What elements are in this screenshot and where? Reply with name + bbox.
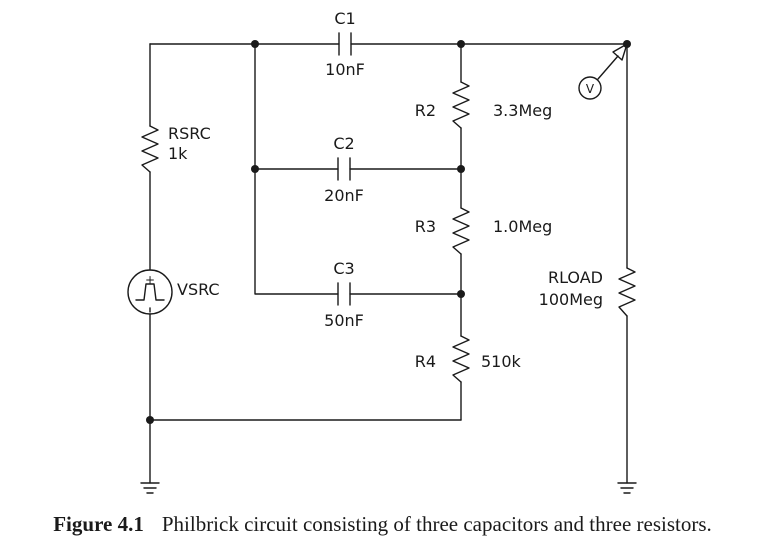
r4-name-label: R4 [415,352,436,371]
rsrc-value-label: 1k [168,144,188,163]
r3-name-label: R3 [415,217,436,236]
figure-caption-text: Philbrick circuit consisting of three ca… [161,512,712,536]
r4-value-label: 510k [481,352,522,371]
r3-value-label: 1.0Meg [493,217,552,236]
junction-dots [146,40,631,424]
c1-value-label: 10nF [325,60,365,79]
vsrc-source [127,269,173,315]
r2-name-label: R2 [415,101,436,120]
rsrc-resistor [141,125,159,173]
c3-name-label: C3 [333,259,354,278]
figure-caption: Figure 4.1 Philbrick circuit consisting o… [0,512,765,537]
r3-resistor [452,207,470,255]
r4-resistor [452,335,470,383]
c1-capacitor [338,32,352,56]
r2-resistor [452,81,470,129]
vsrc-name-label: VSRC [177,280,220,299]
c2-name-label: C2 [333,134,354,153]
rload-name-label: RLOAD [548,268,603,287]
c3-capacitor [337,282,351,306]
circuit-schematic: C1 10nF C2 20nF C3 50nF R2 3.3Meg R3 1.0… [127,9,637,494]
probe-symbol: V [586,82,595,96]
c2-capacitor [337,157,351,181]
c3-value-label: 50nF [324,311,364,330]
wires [149,43,628,484]
c1-name-label: C1 [334,9,355,28]
ground-left-icon [140,482,160,494]
vsrc-plus-sign: + [145,273,155,287]
ground-right-icon [617,482,637,494]
r2-value-label: 3.3Meg [493,101,552,120]
rsrc-name-label: RSRC [168,124,211,143]
figure-label: Figure 4.1 [53,512,144,536]
rload-value-label: 100Meg [539,290,603,309]
voltage-probe [578,43,628,100]
c2-value-label: 20nF [324,186,364,205]
rload-resistor [618,267,636,317]
